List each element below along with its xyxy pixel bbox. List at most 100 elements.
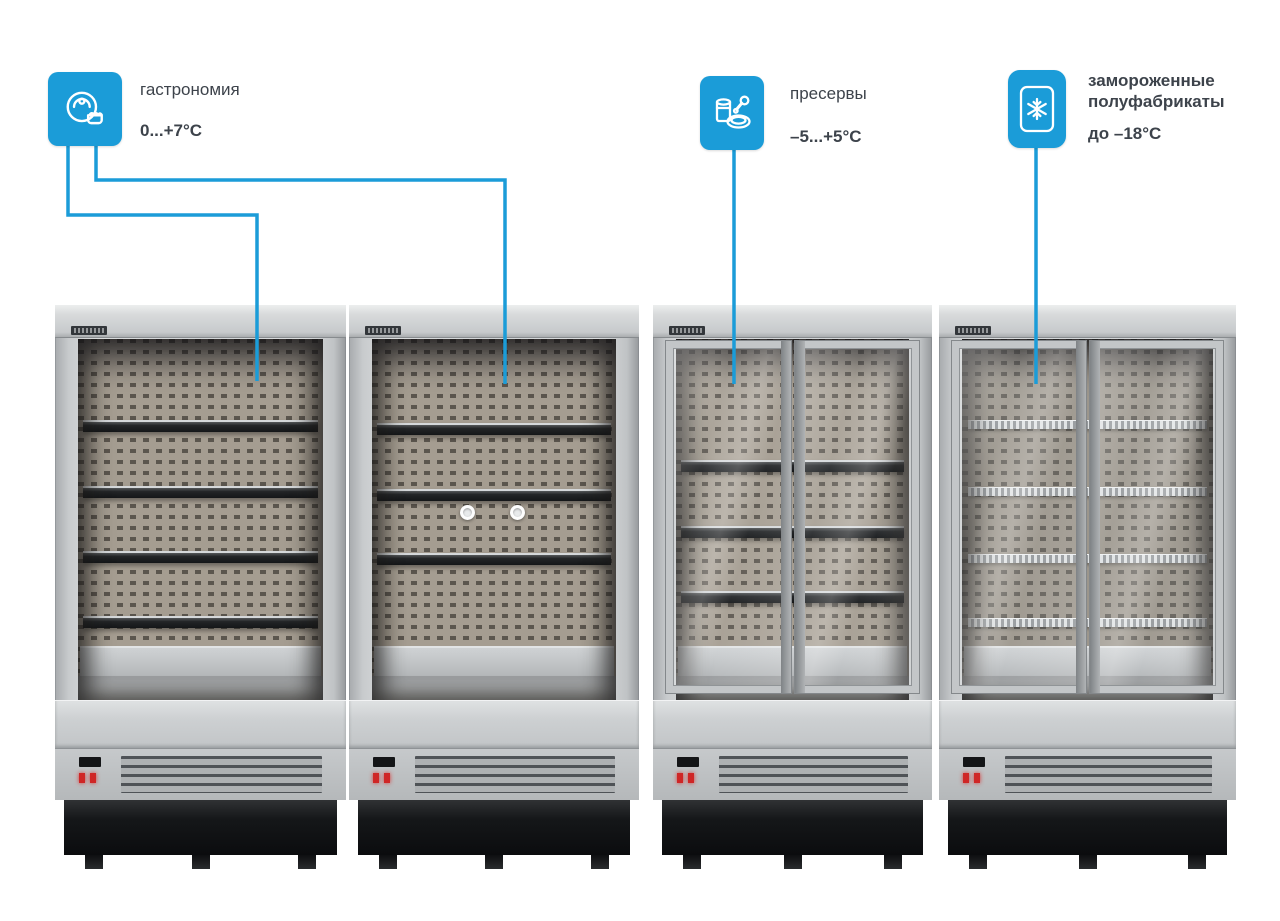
control-panel xyxy=(79,757,115,789)
frozen-package-icon xyxy=(1019,85,1055,133)
category-badge-preserves xyxy=(700,76,764,150)
lower-fascia xyxy=(55,700,346,748)
category-badge-gastronomy xyxy=(48,72,122,146)
control-panel xyxy=(373,757,409,789)
category-label-gastronomy: гастрономия xyxy=(140,80,240,99)
ventilation-grille xyxy=(349,748,639,800)
control-panel xyxy=(677,757,713,789)
interior-floor xyxy=(372,676,616,700)
cabinet-foot xyxy=(969,855,987,869)
shelf xyxy=(681,591,904,603)
callout-line-gastronomy-1 xyxy=(66,140,259,381)
indicator-lamp xyxy=(688,773,694,783)
shelf xyxy=(377,423,611,435)
indicator-lamps xyxy=(79,773,115,783)
cabinet-foot xyxy=(379,855,397,869)
grille-slats xyxy=(415,756,615,793)
cabinet-foot xyxy=(85,855,103,869)
glass-doors xyxy=(952,341,1223,693)
cabinet-open-multideck-1 xyxy=(55,305,346,875)
perforated-back-panel xyxy=(372,339,616,700)
shelf xyxy=(83,486,318,498)
cabinet-base xyxy=(948,800,1227,855)
power-switch xyxy=(79,757,101,767)
cabinet-base xyxy=(358,800,630,855)
brand-badge xyxy=(955,326,991,335)
wire-shelf xyxy=(968,554,1207,563)
cabinet-canopy xyxy=(939,305,1236,338)
cabinet-interior xyxy=(962,339,1213,700)
glass-door-left xyxy=(952,341,1086,693)
wire-shelf xyxy=(968,618,1207,627)
indicator-lamp xyxy=(79,773,85,783)
indicator-lamp xyxy=(963,773,969,783)
glass-door-left xyxy=(666,341,791,693)
indicator-lamp xyxy=(90,773,96,783)
power-switch xyxy=(677,757,699,767)
ventilation-grille xyxy=(653,748,932,800)
lower-fascia xyxy=(349,700,639,748)
cabinet-glass-door-chiller xyxy=(653,305,932,875)
cabinet-open-multideck-2 xyxy=(349,305,639,875)
brand-badge xyxy=(669,326,705,335)
interior-floor xyxy=(78,676,323,700)
category-label-preserves: пресервы xyxy=(790,84,867,103)
door-handle xyxy=(794,341,805,693)
cabinet-foot xyxy=(783,855,802,869)
cabinet-glass-door-freezer xyxy=(939,305,1236,875)
category-temp-gastronomy: 0...+7°С xyxy=(140,121,203,140)
shelf xyxy=(377,489,611,501)
ventilation-grille xyxy=(939,748,1236,800)
indicator-lamp xyxy=(677,773,683,783)
cabinet-foot xyxy=(1078,855,1097,869)
shelf xyxy=(377,553,611,565)
cabinet-foot xyxy=(683,855,701,869)
perforated-back-panel xyxy=(78,339,323,700)
door-handle xyxy=(1089,341,1100,693)
cabinet-base xyxy=(662,800,923,855)
cabinet-foot xyxy=(884,855,902,869)
cabinet-foot xyxy=(591,855,609,869)
brand-badge xyxy=(365,326,401,335)
grille-slats xyxy=(1005,756,1212,793)
door-handle xyxy=(1075,341,1086,693)
category-label-frozen: замороженные полуфабрикаты xyxy=(1088,71,1225,111)
indicator-lamps xyxy=(677,773,713,783)
glass-door-right xyxy=(1089,341,1223,693)
door-handle xyxy=(780,341,791,693)
cabinet-canopy xyxy=(653,305,932,338)
indicator-lamps xyxy=(373,773,409,783)
category-badge-frozen xyxy=(1008,70,1066,148)
bottom-deck xyxy=(80,646,321,676)
bottom-deck xyxy=(678,646,907,676)
bottom-deck xyxy=(374,646,614,676)
bottom-deck xyxy=(964,646,1211,676)
power-switch xyxy=(373,757,395,767)
canned-food-icon xyxy=(715,95,751,129)
cabinet-foot xyxy=(485,855,503,869)
indicator-lamp xyxy=(373,773,379,783)
grille-slats xyxy=(719,756,908,793)
cabinet-interior xyxy=(78,339,323,700)
shelf xyxy=(681,526,904,538)
perforated-back-panel xyxy=(676,339,909,700)
cabinet-canopy xyxy=(349,305,639,338)
grille-slats xyxy=(121,756,322,793)
lower-fascia xyxy=(653,700,932,748)
wire-shelf xyxy=(968,487,1207,496)
cabinet-base xyxy=(64,800,337,855)
indicator-lamp xyxy=(384,773,390,783)
shelf xyxy=(83,420,318,432)
category-temp-preserves: –5...+5°С xyxy=(790,127,862,146)
cabinet-interior xyxy=(676,339,909,700)
ventilation-grille xyxy=(55,748,346,800)
indicator-lamp xyxy=(974,773,980,783)
cabinet-foot xyxy=(298,855,316,869)
cabinet-foot xyxy=(1188,855,1206,869)
perforated-back-panel xyxy=(962,339,1213,700)
power-switch xyxy=(963,757,985,767)
lower-fascia xyxy=(939,700,1236,748)
shelf xyxy=(83,551,318,563)
